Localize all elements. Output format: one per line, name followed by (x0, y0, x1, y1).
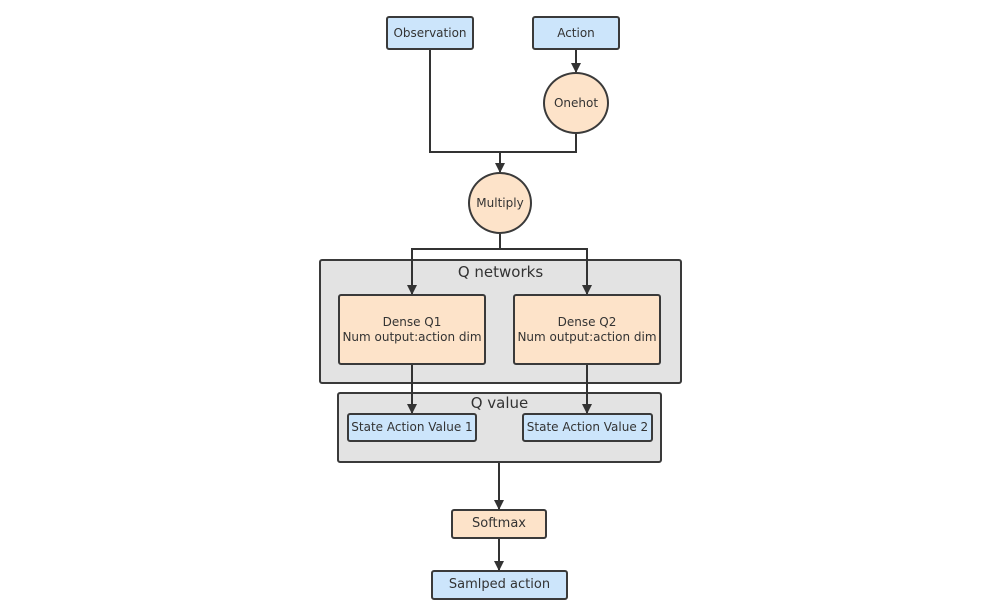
state-action-value-1-label: State Action Value 1 (351, 420, 473, 434)
state-action-value-1-node: State Action Value 1 (347, 413, 477, 442)
onehot-node: Onehot (543, 72, 609, 134)
action-label: Action (557, 25, 595, 40)
sampled-action-label: Samlped action (448, 577, 551, 592)
edge-multiply-dense-q1 (407, 234, 501, 295)
multiply-node: Multiply (468, 172, 532, 234)
edge-observation-multiply (429, 50, 505, 173)
observation-label: Observation (393, 25, 467, 40)
multiply-label: Multiply (476, 195, 524, 210)
softmax-label: Softmax (472, 516, 526, 531)
dense-q2-output: Num output:action dim (517, 329, 657, 344)
dense-q2-node: Dense Q2 Num output:action dim (513, 294, 661, 365)
q-value-title: Q value (470, 394, 529, 412)
edge-multiply-dense-q2 (500, 248, 592, 295)
onehot-label: Onehot (553, 95, 599, 110)
sampled-action-node: Samlped action (431, 570, 568, 600)
q-networks-title: Q networks (457, 263, 544, 281)
state-action-value-2-label: State Action Value 2 (526, 420, 649, 434)
state-action-value-2-node: State Action Value 2 (522, 413, 653, 442)
dense-q1-output: Num output:action dim (342, 329, 482, 344)
dense-q2-title: Dense Q2 (557, 314, 617, 329)
softmax-node: Softmax (451, 509, 547, 539)
action-node: Action (532, 16, 620, 50)
dense-q1-node: Dense Q1 Num output:action dim (338, 294, 486, 365)
dense-q1-title: Dense Q1 (382, 314, 442, 329)
observation-node: Observation (386, 16, 474, 50)
edge-onehot-multiply (500, 134, 577, 153)
